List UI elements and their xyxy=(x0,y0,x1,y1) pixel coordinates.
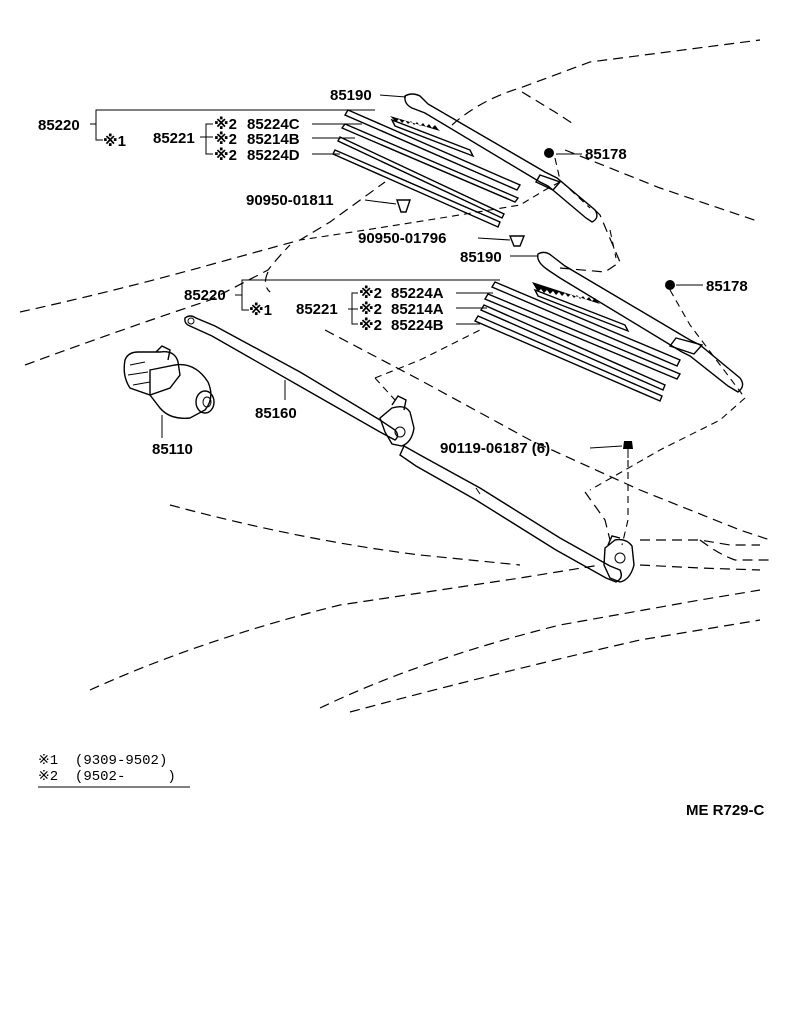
label-85220-top: 85220 xyxy=(38,117,80,134)
wiper-blade-upper xyxy=(332,109,522,228)
label-85214a: 85214A xyxy=(391,301,444,318)
label-85190-top: 85190 xyxy=(330,87,372,104)
legend-note-1: ※1 (9309-9502) xyxy=(38,753,167,769)
leader-lines xyxy=(90,94,703,449)
wiper-blade-lower xyxy=(473,281,682,402)
vehicle-body-outline xyxy=(19,39,771,713)
note-2-85214a: ※2 xyxy=(359,300,382,318)
label-85221-bottom: 85221 xyxy=(296,301,338,318)
label-90950-01811: 90950-01811 xyxy=(246,192,334,209)
label-90950-01796: 90950-01796 xyxy=(358,230,446,247)
note-2-85224c: ※2 xyxy=(214,115,237,133)
label-85110: 85110 xyxy=(152,441,193,458)
note-2-85224a: ※2 xyxy=(359,284,382,302)
wiper-link-assembly xyxy=(184,315,635,583)
legend-note-2: ※2 (9502- ) xyxy=(38,769,176,785)
label-85224b: 85224B xyxy=(391,317,444,334)
label-85224c: 85224C xyxy=(247,116,300,133)
label-85220-bottom: 85220 xyxy=(184,287,226,304)
note-2-85224b: ※2 xyxy=(359,316,382,334)
assembly-guide-lines xyxy=(299,157,746,546)
nut-85178-upper-icon xyxy=(544,148,554,158)
clip-90950-01796-icon xyxy=(508,235,526,247)
wiper-arm-upper xyxy=(404,93,598,223)
diagram-code: ME R729-C xyxy=(686,802,765,819)
legend: ※1 (9309-9502) ※2 (9502- ) xyxy=(38,753,190,788)
label-85178-bottom: 85178 xyxy=(706,278,748,295)
fasteners xyxy=(396,148,675,458)
nut-85178-lower-icon xyxy=(665,280,675,290)
label-85221-top: 85221 xyxy=(153,130,195,147)
wiper-motor xyxy=(123,345,215,419)
note-1-top: ※1 xyxy=(103,132,126,150)
label-90119-06187: 90119-06187 (6) xyxy=(440,440,550,457)
wiper-arm-lower xyxy=(537,251,744,393)
label-85160: 85160 xyxy=(255,405,297,422)
clip-90950-01811-icon xyxy=(396,199,411,213)
bolt-90119-06187-icon xyxy=(623,441,633,449)
part-labels: 85190 85220 ※1 85221 ※2 85224C ※2 85214B… xyxy=(38,87,748,458)
label-85224d: 85224D xyxy=(247,147,300,164)
note-1-bottom: ※1 xyxy=(249,301,272,319)
note-2-85224d: ※2 xyxy=(214,146,237,164)
label-85190-bottom: 85190 xyxy=(460,249,502,266)
label-85214b: 85214B xyxy=(247,131,300,148)
label-85178-top: 85178 xyxy=(585,146,627,163)
note-2-85214b: ※2 xyxy=(214,130,237,148)
label-85224a: 85224A xyxy=(391,285,444,302)
